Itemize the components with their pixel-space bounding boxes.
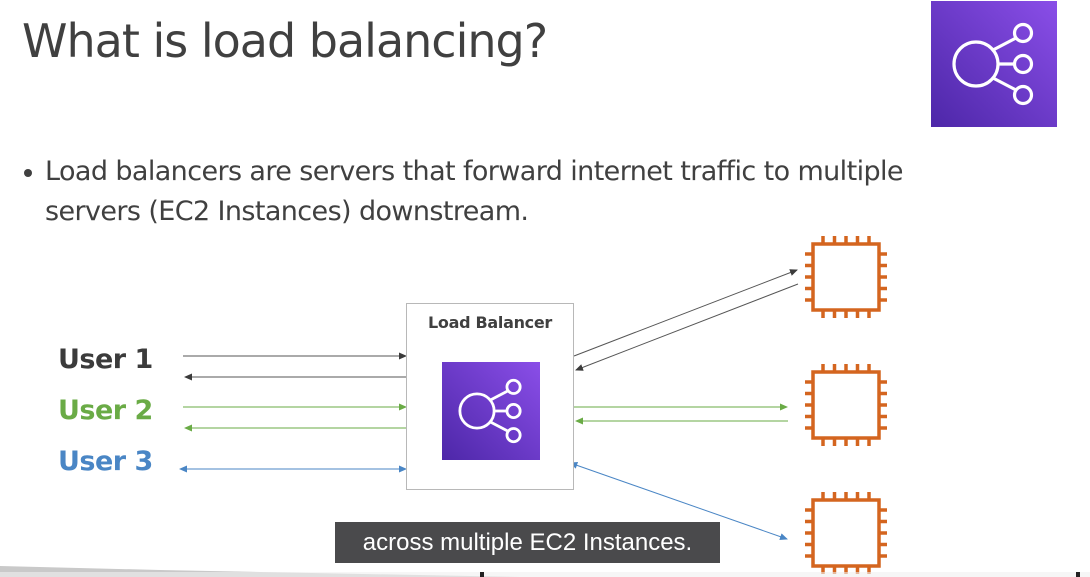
ec2-instance-chip-icon — [805, 364, 887, 446]
user-1-label: User 1 — [58, 344, 153, 375]
instance-1-response-arrow — [575, 283, 799, 371]
instance-3-bidirectional-arrow — [569, 462, 788, 540]
video-caption: across multiple EC2 Instances. — [335, 522, 720, 563]
load-balancer-box: Load Balancer — [406, 303, 574, 490]
bullet-point: Load balancers are servers that forward … — [24, 152, 964, 232]
elastic-load-balancing-icon — [442, 362, 540, 460]
slide-bottom-strip — [0, 566, 1090, 577]
slide-title: What is load balancing? — [22, 14, 548, 68]
bullet-dot — [24, 169, 32, 177]
elastic-load-balancing-icon — [931, 1, 1057, 127]
instance-1-request-arrow — [573, 269, 798, 357]
ec2-instance-chip-icon — [805, 492, 887, 574]
bullet-text: Load balancers are servers that forward … — [45, 156, 904, 227]
ec2-instance-chip-icon — [805, 236, 887, 318]
user-3-label: User 3 — [58, 446, 153, 477]
load-balancer-label: Load Balancer — [428, 313, 552, 332]
user-2-label: User 2 — [58, 395, 153, 426]
